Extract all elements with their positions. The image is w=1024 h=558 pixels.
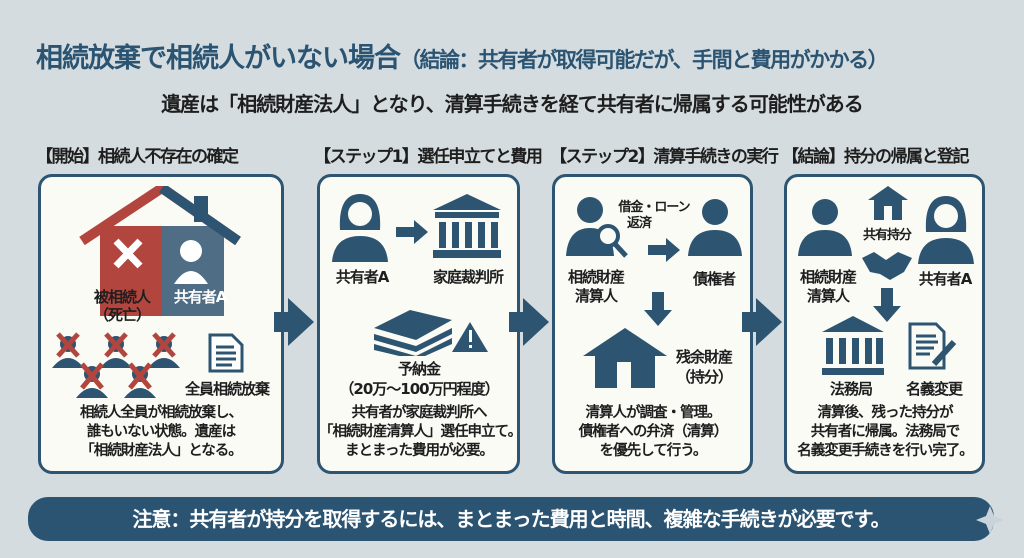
- step-heading-1: 【ステップ1】選任申立てと費用: [314, 147, 543, 167]
- label-all-renounce: 全員相続放棄: [184, 380, 270, 398]
- label-administrator: 相続財産: [799, 268, 857, 286]
- desc-line: 債権者への弁済（清算）: [578, 424, 729, 440]
- step-heading-2: 【ステップ2】清算手続きの実行: [550, 147, 779, 167]
- page-title: 相続放棄で相続人がいない場合（結論：共有者が取得可能だが、手間と費用がかかる）: [36, 36, 889, 75]
- money-stack-icon: [374, 310, 488, 356]
- step-description-1: 共有者が家庭裁判所へ「相続財産清算人」選任申立て。まとまった費用が必要。: [319, 404, 522, 461]
- arrow-right-icon: [648, 238, 680, 262]
- label-name-change: 名義変更: [905, 380, 963, 398]
- desc-line: を優先して行う。: [599, 443, 708, 459]
- arrow-right-icon: [396, 220, 428, 244]
- heirs-renounced-icon: [52, 332, 180, 398]
- label-remaining-assets: 残余財産: [675, 348, 733, 366]
- sparkle-icon: [976, 506, 1004, 534]
- desc-line: まとまった費用が必要。: [345, 443, 494, 459]
- desc-line: 相続人全員が相続放棄し、: [80, 405, 243, 421]
- house-icon: [583, 328, 667, 388]
- step-heading-start: 【開始】相続人不存在の確定: [36, 147, 239, 167]
- legal-affairs-bureau-icon: [822, 316, 884, 375]
- handshake-icon: [862, 252, 912, 280]
- label-coowner-house: 共有者A: [173, 288, 228, 306]
- document-icon: [208, 333, 244, 373]
- split-house-icon: [79, 186, 241, 316]
- desc-line: 共有者に帰属。法務局で: [810, 424, 961, 440]
- page-subtitle: 遺産は「相続財産法人」となり、清算手続きを経て共有者に帰属する可能性がある: [161, 92, 864, 116]
- label-coowner: 共有者A: [918, 270, 973, 288]
- desc-line: 誰もいない状態。遺産は: [86, 424, 236, 440]
- label-creditor: 債権者: [692, 270, 736, 288]
- desc-line: 清算人が調査・管理。: [585, 405, 722, 421]
- step-heading-conclusion: 【結論】持分の帰属と登記: [782, 147, 970, 167]
- arrow-down-icon: [873, 288, 901, 322]
- label-legal-bureau: 法務局: [829, 380, 873, 398]
- document-edit-icon: [908, 322, 957, 370]
- desc-line: 清算後、残った持分が: [817, 405, 954, 421]
- arrow-down-icon: [644, 292, 672, 326]
- label-repay: 借金・ローン: [618, 200, 690, 215]
- woman-icon: [332, 194, 388, 262]
- administrator-icon: [798, 199, 852, 256]
- label-remaining-share: （持分）: [675, 368, 733, 386]
- step-description-start: 相続人全員が相続放棄し、誰もいない状態。遺産は「相続財産法人」となる。: [40, 404, 282, 461]
- desc-line: 名義変更手続きを行い完了。: [797, 443, 974, 459]
- creditor-icon: [688, 199, 742, 256]
- desc-line: 「相続財産法人」となる。: [80, 443, 243, 459]
- flow-arrow-icon: [509, 298, 549, 346]
- label-administrator-2: 清算人: [574, 287, 618, 305]
- card-start: [38, 174, 284, 474]
- label-coowner: 共有者A: [335, 268, 390, 286]
- label-deceased-note: （死亡）: [93, 306, 151, 324]
- flow-arrow-icon: [274, 298, 314, 346]
- woman-icon: [918, 196, 974, 264]
- step-description-2: 清算人が調査・管理。債権者への弁済（清算） を優先して行う。: [554, 404, 752, 461]
- title-main: 相続放棄で相続人がいない場合: [36, 43, 401, 74]
- flow-arrow-icon: [742, 298, 782, 346]
- label-deposit: 予納金: [397, 360, 441, 378]
- desc-line: 「相続財産清算人」選任申立て。: [319, 424, 522, 440]
- label-shared-share: 共有持分: [862, 228, 912, 243]
- courthouse-icon: [433, 194, 501, 258]
- label-administrator-2: 清算人: [806, 287, 850, 305]
- label-administrator: 相続財産: [567, 268, 625, 286]
- desc-line: 共有者が家庭裁判所へ: [351, 405, 488, 421]
- step-description-conclusion: 清算後、残った持分が共有者に帰属。法務局で名義変更手続きを行い完了。: [786, 404, 984, 461]
- label-family-court: 家庭裁判所: [432, 268, 504, 286]
- notice-banner: 注意：共有者が持分を取得するには、まとまった費用と時間、複雑な手続きが必要です。: [28, 497, 994, 541]
- label-repay-2: 返済: [626, 216, 652, 231]
- label-deposit-amount: （20万〜100万円程度）: [339, 380, 499, 398]
- label-deceased: 被相続人: [93, 288, 151, 306]
- administrator-magnifier-icon: [566, 197, 628, 258]
- title-note: （結論：共有者が取得可能だが、手間と費用がかかる）: [400, 48, 889, 72]
- small-house-icon: [868, 186, 908, 220]
